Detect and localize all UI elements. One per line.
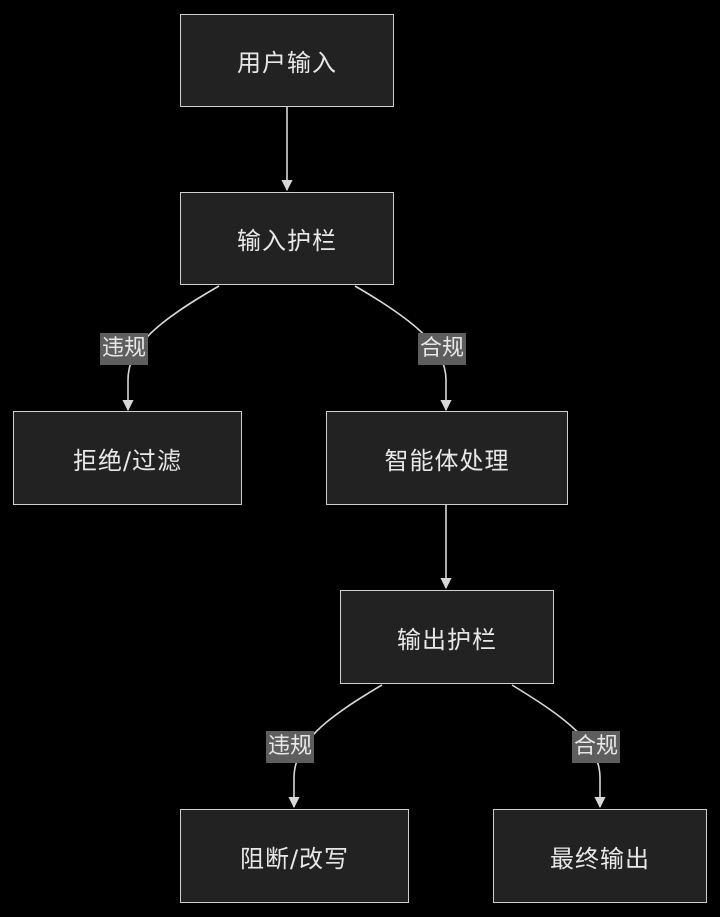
node-final-output: 最终输出 [493, 809, 707, 903]
edge-label-output-compliant: 合规 [572, 731, 621, 763]
edge-label-output-violation: 违规 [266, 731, 315, 763]
node-output-guardrail: 输出护栏 [340, 590, 554, 684]
edge-label-input-compliant: 合规 [418, 333, 467, 365]
node-block-rewrite: 阻断/改写 [180, 809, 409, 903]
edge-label-input-violation: 违规 [100, 333, 149, 365]
node-agent-processing: 智能体处理 [326, 411, 568, 505]
node-reject-filter: 拒绝/过滤 [13, 411, 242, 505]
node-input-guardrail: 输入护栏 [180, 192, 394, 285]
node-user-input: 用户输入 [180, 14, 394, 107]
